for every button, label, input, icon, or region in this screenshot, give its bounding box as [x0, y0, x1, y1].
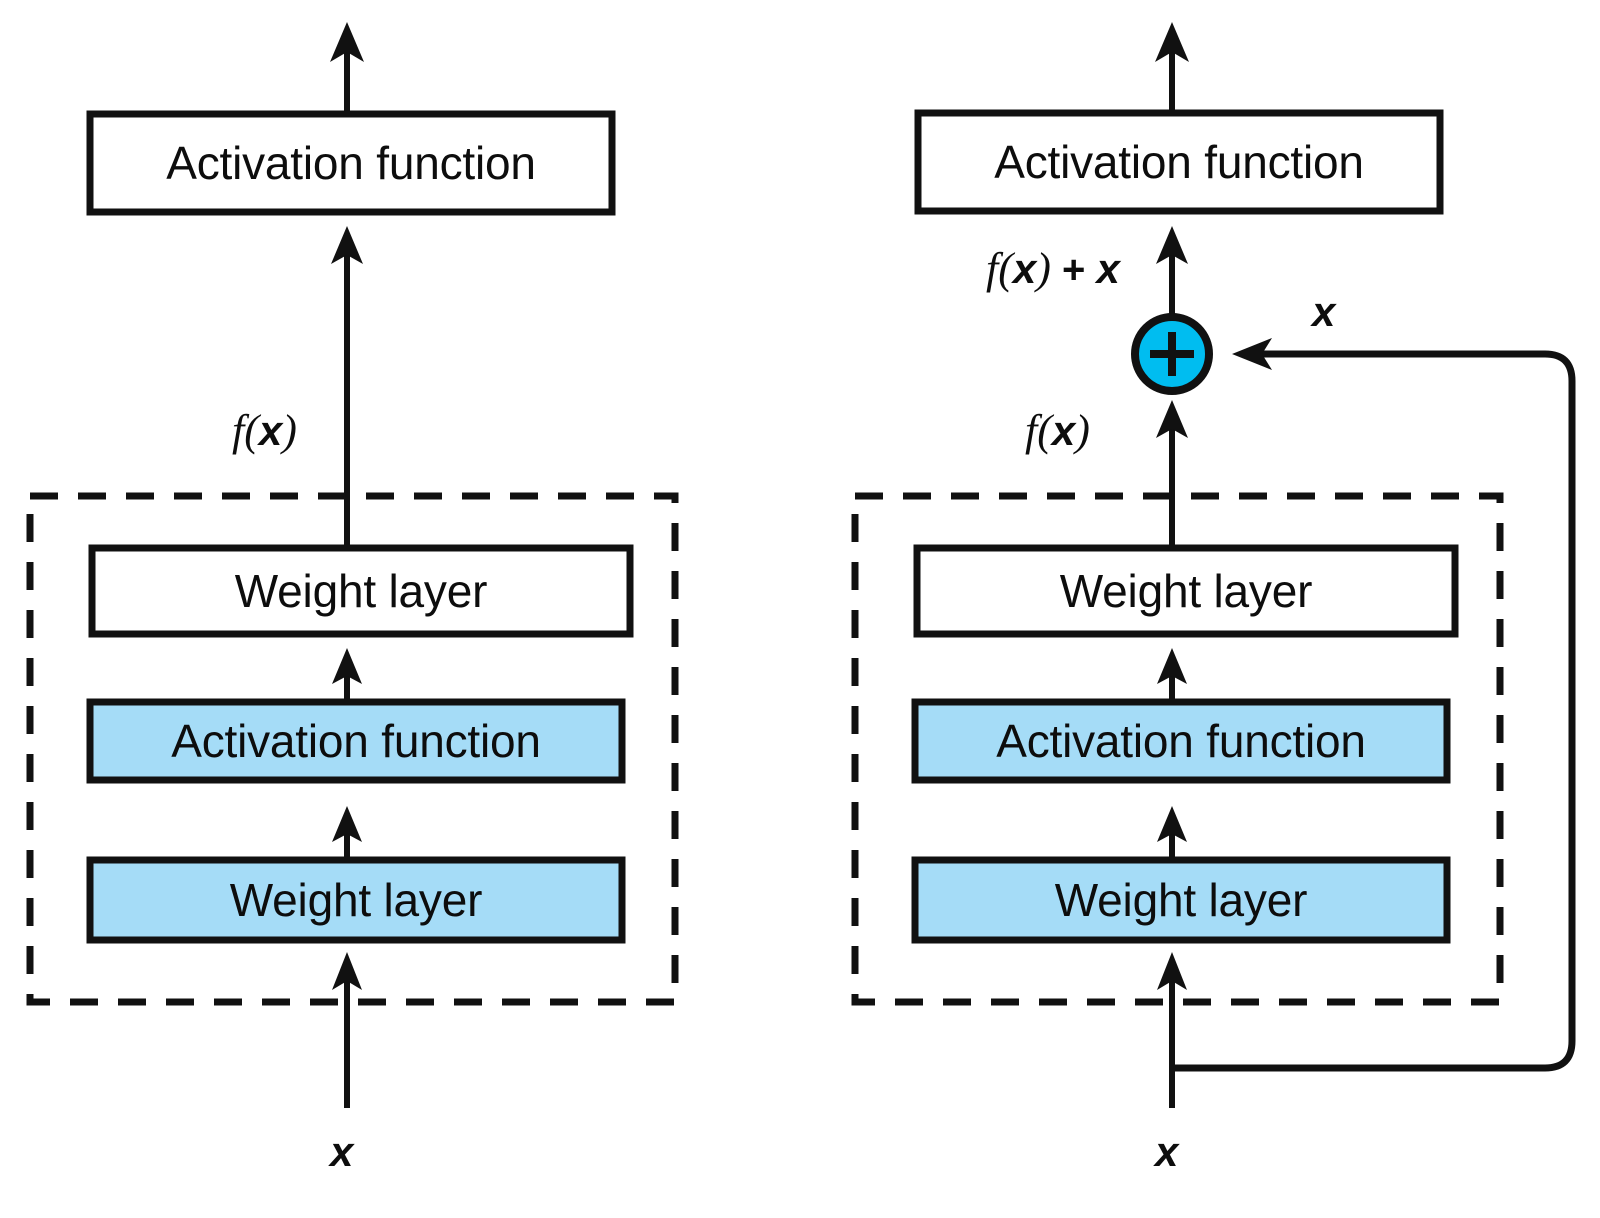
left-fx-arrow [331, 226, 363, 548]
skip-connection-x-label: x [1312, 288, 1336, 335]
left-top-activation-box [86, 110, 616, 216]
left-fx-edge-label: f(x) [232, 406, 297, 455]
left-input-arrow [332, 952, 362, 1108]
right-sum-output-label: f(x) + x [986, 244, 1120, 293]
right-weight-layer-white-box [913, 544, 1459, 638]
right-input-arrow [1157, 952, 1187, 1108]
left-weight-layer-white-box [88, 544, 634, 638]
left-input-x-label: x [330, 1128, 354, 1175]
right-top-activation-box [914, 109, 1444, 215]
right-sum-to-activation-arrow [1156, 226, 1188, 318]
right-fx-arrow [1156, 400, 1188, 548]
right-output-arrow [1155, 22, 1189, 113]
right-activation-blue-box [911, 698, 1451, 784]
left-output-arrow [330, 22, 364, 114]
right-fx-edge-label: f(x) [1025, 406, 1090, 455]
right-skip-connection-path [1172, 338, 1576, 1072]
right-input-x-label: x [1155, 1128, 1179, 1175]
left-activation-blue-box [86, 698, 626, 784]
right-weight-layer-blue-box [911, 856, 1451, 944]
left-weight-layer-blue-box [86, 856, 626, 944]
residual-sum-node [1131, 313, 1213, 395]
